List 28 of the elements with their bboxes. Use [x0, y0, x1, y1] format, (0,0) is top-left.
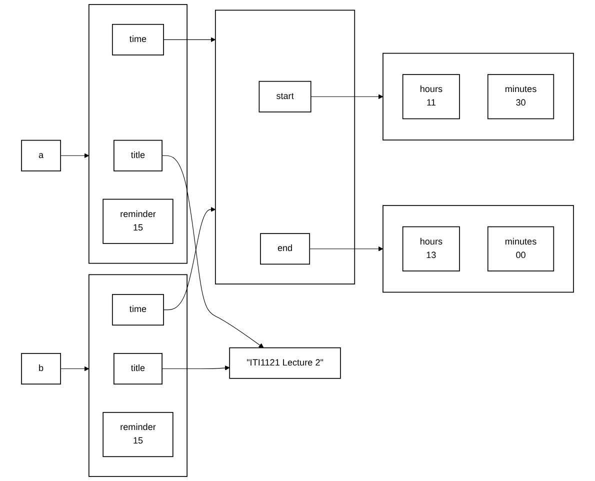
- node-box: b: [21, 353, 61, 384]
- cluster: [88, 4, 188, 264]
- node-box: minutes 30: [487, 74, 554, 120]
- arrow: [309, 246, 384, 252]
- arrow: [60, 366, 90, 372]
- cluster: [88, 274, 188, 477]
- node-box: time: [112, 294, 164, 326]
- node-box: reminder 15: [102, 198, 174, 244]
- node-box: "ITI1121 Lecture 2": [229, 347, 341, 379]
- node-box: start: [258, 80, 312, 112]
- arrow: [162, 365, 230, 370]
- cluster: [382, 52, 574, 140]
- node-box: hours 11: [402, 74, 460, 120]
- node-box: end: [260, 233, 310, 265]
- cluster: [214, 10, 356, 284]
- cluster: [382, 205, 574, 293]
- arrow: [163, 37, 216, 42]
- arrow: [162, 155, 264, 348]
- node-box: hours 13: [402, 226, 460, 272]
- arrow: [163, 206, 216, 310]
- node-box: time: [112, 24, 164, 56]
- node-box: title: [114, 353, 162, 384]
- node-box: minutes 00: [487, 226, 554, 272]
- node-box: title: [114, 140, 162, 172]
- arrow: [310, 94, 384, 100]
- node-box: a: [21, 140, 61, 172]
- node-box: reminder 15: [102, 412, 174, 458]
- arrow: [60, 153, 90, 158]
